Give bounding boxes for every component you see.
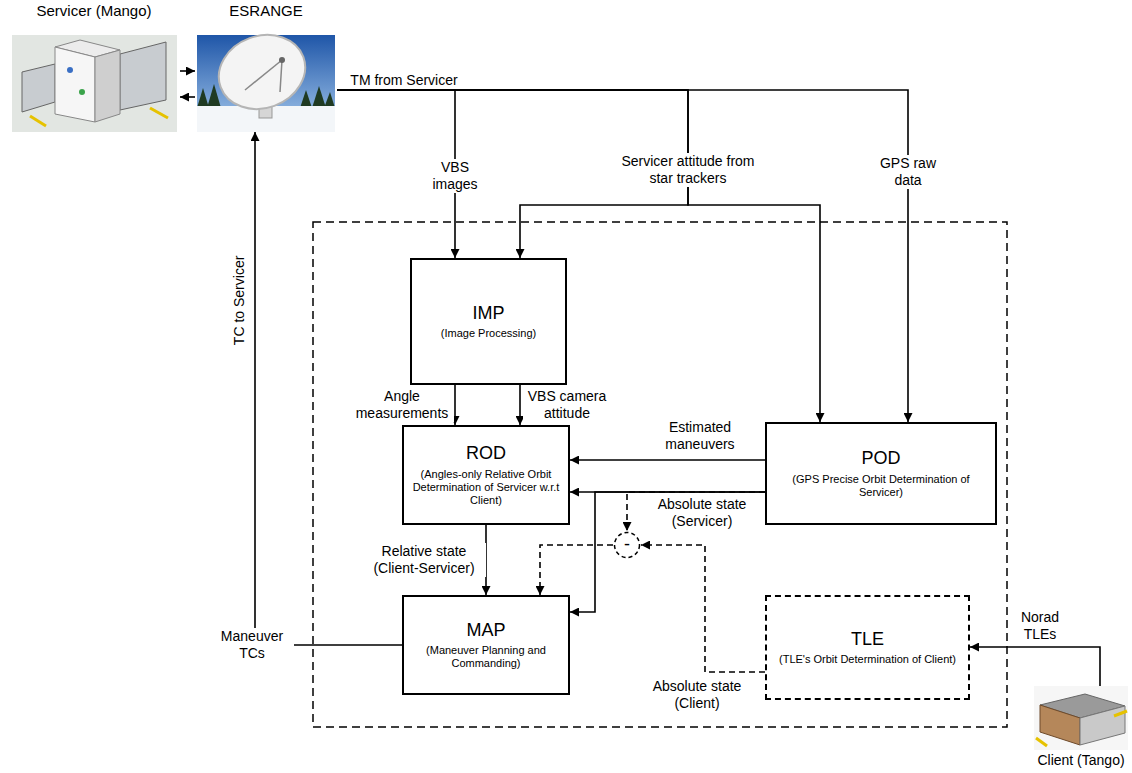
edge-label: Estimated maneuvers — [643, 419, 757, 453]
node-title: IMP — [472, 303, 504, 325]
ground-station: ESRANGE — [195, 2, 337, 132]
image-ground — [12, 35, 177, 132]
node-title: - — [624, 534, 630, 556]
node-title: Client (Tango) — [1037, 752, 1124, 769]
node-title: ESRANGE — [229, 2, 302, 20]
process-box: MAP(Maneuver Planning and Commanding) — [402, 595, 570, 695]
signal-label: TC to Servicer — [232, 253, 249, 346]
connector — [970, 647, 1100, 686]
solar-panel — [120, 42, 166, 110]
antenna — [150, 108, 168, 118]
software-boundary — [313, 222, 1007, 727]
node-title: POD — [861, 448, 900, 470]
box-subtitle: (GPS Precise Orbit Determination of Serv… — [772, 473, 990, 499]
box-subtitle: (Maneuver Planning and Commanding) — [409, 644, 563, 670]
edge-label: VBS camera attitude — [523, 388, 612, 422]
solar-face — [1040, 705, 1080, 745]
edge-label: Servicer attitude from star trackers — [611, 153, 765, 187]
ground-station-illustration — [197, 23, 335, 132]
bus-side — [95, 50, 120, 122]
difference-junction: - — [613, 531, 641, 559]
antenna — [1036, 738, 1047, 746]
node-title: TLE — [851, 629, 884, 651]
connector — [627, 492, 765, 531]
node-title: ROD — [466, 443, 506, 465]
client-illustration — [1034, 686, 1128, 750]
connector — [641, 545, 765, 672]
antenna — [1114, 711, 1127, 716]
junction-circle — [615, 533, 640, 558]
signal-label: TM from Servicer — [348, 72, 459, 89]
dish — [208, 23, 315, 121]
antenna — [30, 116, 46, 126]
bus-side — [1080, 706, 1125, 745]
tree — [197, 88, 209, 108]
connector — [337, 90, 908, 422]
process-box: ROD (Angles-only Relative Orbit Determina… — [402, 425, 570, 525]
connector — [180, 70, 195, 72]
feed-strut — [245, 60, 282, 90]
solar-panel — [22, 64, 55, 112]
connector — [570, 459, 765, 461]
connector — [540, 545, 613, 595]
sensor-dot — [67, 67, 73, 73]
box-subtitle: (Image Processing) — [441, 327, 536, 340]
node-title: Servicer (Mango) — [36, 2, 151, 20]
box-subtitle: (TLE's Orbit Determination of Client) — [779, 653, 956, 666]
node-title: MAP — [466, 620, 505, 642]
connector — [570, 492, 765, 612]
connector — [337, 90, 820, 422]
bus-front — [55, 47, 95, 122]
image-area — [1034, 686, 1128, 750]
edge-label: Relative state (Client-Servicer) — [362, 543, 486, 577]
feed — [279, 57, 285, 63]
process-box: IMP (Image Processing) — [410, 258, 567, 385]
edge-label: Norad TLEs — [1008, 609, 1072, 643]
edge-label: Absolute state (Client) — [640, 678, 754, 712]
tree — [300, 90, 312, 108]
tree — [207, 84, 221, 108]
edge-label: Absolute state (Servicer) — [645, 496, 759, 530]
spacecraft-image: Servicer (Mango) — [8, 2, 180, 132]
edge-label: Angle measurements — [350, 388, 454, 422]
connector — [180, 96, 195, 98]
feed-strut — [280, 60, 282, 92]
edge-label: Maneuver TCs — [210, 628, 294, 662]
process-box: POD (GPS Precise Orbit Determination of S… — [765, 422, 997, 525]
spacecraft-image: Client (Tango) — [1032, 686, 1130, 769]
servicer-illustration — [12, 35, 177, 132]
edge-label: VBS images — [423, 159, 487, 193]
image-area — [12, 35, 177, 132]
sensor-dot — [79, 89, 85, 95]
connector — [519, 385, 521, 425]
tree — [324, 92, 335, 108]
edge-label: GPS raw data — [871, 155, 945, 189]
tree — [312, 86, 326, 108]
box-subtitle: (Angles-only Relative Orbit Determinatio… — [409, 468, 563, 508]
image-ground — [1034, 686, 1128, 750]
process-box: TLE (TLE's Orbit Determination of Client) — [765, 595, 970, 700]
connector — [454, 385, 456, 425]
image-area — [197, 35, 335, 132]
